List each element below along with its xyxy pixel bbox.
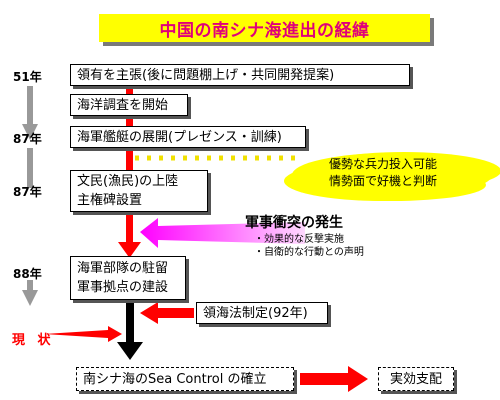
judgment-cloud [292,153,492,197]
conflict-item: ・自衛的な行動との声明 [254,247,364,258]
result-box: 実効支配 [378,367,454,391]
current-label: 現 状 [12,333,55,348]
result-arrow [300,366,368,392]
sea-control-box: 南シナ海のSea Control の確立 [76,367,294,391]
cloud-line-1: 優勢な兵力投入可能 [329,157,438,171]
main-flow-line [118,86,141,258]
stage-box-navy-deploy: 海軍艦艇の展開(プレゼンス・訓練) [70,126,306,148]
stage-text: 主権碑設置 [77,193,143,208]
stage-text: 領有を主張(後に問題棚上げ・共同開発提案) [77,67,335,83]
stage-text: 海洋調査を開始 [77,97,169,113]
law-text: 領海法制定(92年) [203,305,308,321]
stage-box-claim: 領有を主張(後に問題棚上げ・共同開発提案) [70,64,410,86]
diagram-title: 中国の南シナ海進出の経緯 [99,14,430,42]
law-arrow [140,302,194,324]
current-arrow [44,326,122,342]
year-label-2: 87年 [13,132,42,146]
cloud-line-2: 情勢面で好機と判断 [329,174,438,188]
year-label-4: 88年 [13,267,42,281]
stage-text: 海軍部隊の駐留 [77,261,169,276]
law-box: 領海法制定(92年) [196,302,328,324]
year-label-3: 87年 [13,185,42,199]
conflict-title: 軍事衝突の発生 [245,215,343,231]
stage-text: 文民(漁民)の上陸 [77,174,179,189]
stage-box-survey: 海洋調査を開始 [70,94,188,116]
black-arrow [117,300,143,360]
conflict-item: ・効果的な反撃実施 [254,234,344,245]
stage-text: 海軍艦艇の展開(プレゼンス・訓練) [77,129,282,145]
stage-box-landing: 文民(漁民)の上陸 主権碑設置 [70,170,208,212]
magenta-arrow [140,218,305,248]
cloud-text: 優勢な兵力投入可能 情勢面で好機と判断 [329,156,479,190]
sea-control-text: 南シナ海のSea Control の確立 [83,371,267,387]
result-text: 実効支配 [389,371,442,387]
timeline-arrow [22,86,38,306]
stage-box-garrison: 海軍部隊の駐留 軍事拠点の建設 [70,256,186,300]
stage-text: 軍事拠点の建設 [77,280,169,295]
year-label-1: 51年 [13,70,42,84]
